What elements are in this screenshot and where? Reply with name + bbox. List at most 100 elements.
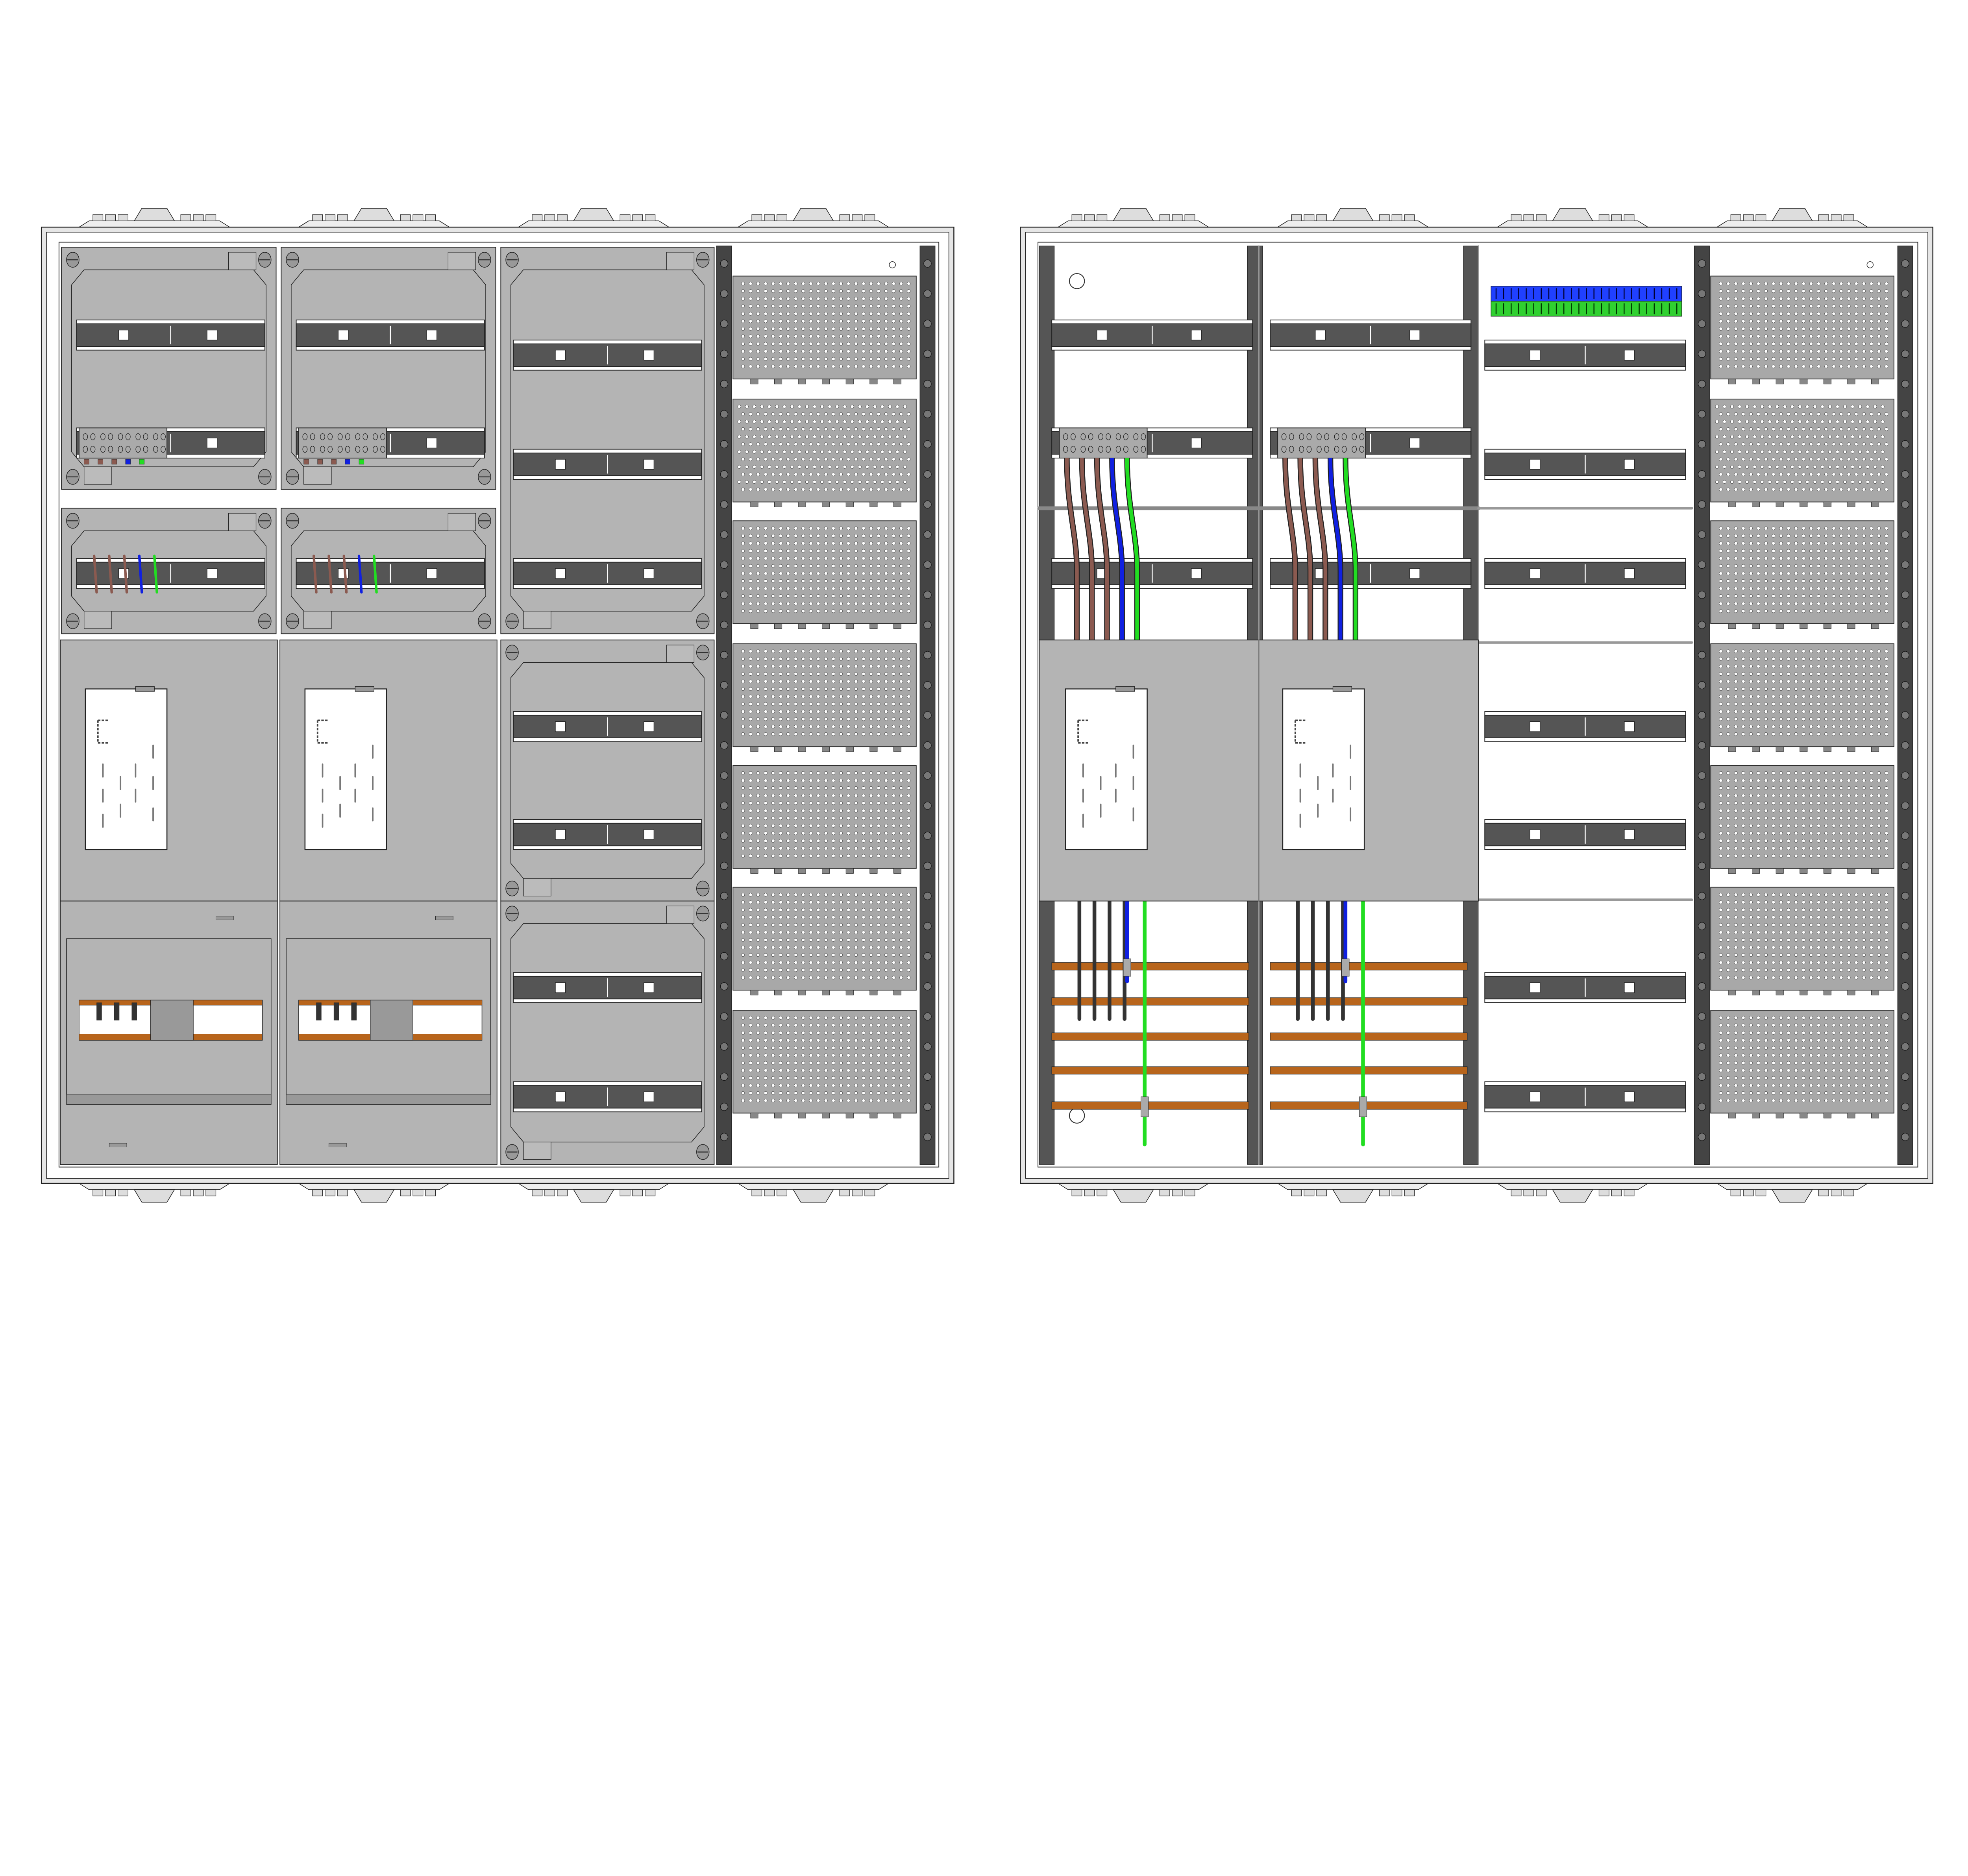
plate-hole xyxy=(1854,778,1858,783)
plate-hole xyxy=(877,695,880,699)
plate-hole xyxy=(1816,893,1821,897)
plate-hole xyxy=(1741,364,1745,368)
plate-hole xyxy=(1885,968,1888,972)
plate-hole xyxy=(749,1038,753,1042)
plate-hole xyxy=(1734,319,1738,323)
plate-hole xyxy=(1858,465,1862,469)
plate-hole xyxy=(756,542,760,545)
terminal-screw xyxy=(1289,433,1294,440)
plate-hole xyxy=(1779,442,1783,446)
plate-hole xyxy=(1734,542,1738,545)
plate-hole xyxy=(1726,549,1730,553)
gland-large xyxy=(353,208,395,222)
main-switch-busbar xyxy=(298,1000,483,1041)
plate-hole xyxy=(1726,349,1730,353)
plate-hole xyxy=(1885,1076,1888,1080)
plate-hole xyxy=(809,725,813,728)
plate-hole xyxy=(824,801,828,805)
plate-hole xyxy=(779,602,783,606)
plate-hole xyxy=(1869,1083,1874,1087)
plate-hole xyxy=(839,976,843,980)
plate-hole xyxy=(869,487,873,492)
plate-hole xyxy=(1772,487,1776,492)
plate-hole xyxy=(884,778,888,783)
plate-hole xyxy=(1832,1061,1836,1065)
plate-hole xyxy=(1832,1031,1836,1035)
plate-hole xyxy=(1734,846,1738,850)
plate-hole xyxy=(1783,405,1787,408)
plate-hole xyxy=(869,304,873,308)
plate-hole xyxy=(1749,357,1753,361)
cover-hinge xyxy=(303,611,332,629)
plate-hole xyxy=(862,953,866,957)
plate-hole xyxy=(1749,938,1753,942)
plate-hole xyxy=(877,824,880,828)
gland-small xyxy=(1304,214,1315,221)
plate-hole xyxy=(1824,771,1828,775)
plate-hole xyxy=(756,915,760,919)
plate-hole xyxy=(749,1016,753,1020)
plate-hole xyxy=(756,579,760,583)
plate-hole xyxy=(809,846,813,850)
plate-hole xyxy=(1824,412,1828,416)
plate-hole xyxy=(1772,297,1776,301)
plate-hole xyxy=(839,1076,843,1080)
plate-hole xyxy=(1734,289,1738,293)
plate-hole xyxy=(1873,405,1877,408)
plate-hole xyxy=(892,953,896,957)
plate-hole xyxy=(1854,657,1858,661)
busbar xyxy=(1051,1102,1249,1110)
plate-hole xyxy=(801,1061,805,1065)
plate-hole xyxy=(892,282,896,286)
plate-hole xyxy=(756,586,760,591)
plate-hole xyxy=(1885,312,1888,316)
plate-hole xyxy=(1854,809,1858,813)
plate-hole xyxy=(1768,480,1772,484)
plate-hole xyxy=(884,893,888,897)
plate-foot xyxy=(869,502,878,507)
plate-hole xyxy=(1877,1054,1881,1057)
plate-hole xyxy=(1802,1016,1805,1020)
plate-hole xyxy=(1753,450,1757,454)
plate-hole xyxy=(816,938,820,942)
plate-hole xyxy=(771,710,775,713)
plate-hole xyxy=(1832,526,1836,530)
plate-foot xyxy=(1800,868,1808,874)
plate-hole xyxy=(1734,961,1738,965)
plate-hole xyxy=(1824,342,1828,346)
plate-hole xyxy=(1741,1046,1745,1050)
plate-hole xyxy=(892,687,896,691)
plate-hole xyxy=(854,695,858,699)
plate-hole xyxy=(816,687,820,691)
plate-hole xyxy=(794,1023,798,1027)
plate-hole xyxy=(816,1098,820,1103)
plate-hole xyxy=(816,725,820,728)
plate-hole xyxy=(764,349,768,353)
plate-hole xyxy=(869,364,873,368)
plate-hole xyxy=(1877,664,1881,668)
mounting-hole xyxy=(1866,261,1874,268)
gland-base xyxy=(517,1183,670,1190)
plate-hole xyxy=(756,702,760,706)
plate-hole xyxy=(1772,831,1776,835)
plate-hole xyxy=(1772,542,1776,545)
plate-hole xyxy=(1854,1031,1858,1035)
plate-hole xyxy=(756,1076,760,1080)
gland-small xyxy=(1159,1189,1170,1196)
plate-hole xyxy=(756,839,760,843)
plate-hole xyxy=(892,968,896,972)
plate-hole xyxy=(1851,450,1855,454)
plate-hole xyxy=(846,542,851,545)
plate-hole xyxy=(892,1083,896,1087)
plate-hole xyxy=(1772,1046,1776,1050)
plate-hole xyxy=(1854,357,1858,361)
plate-hole xyxy=(809,282,813,286)
plate-hole xyxy=(1719,1046,1723,1050)
rail-slot xyxy=(1530,829,1541,840)
gland-small xyxy=(1379,214,1390,221)
perforated-mounting-plate xyxy=(1710,887,1894,996)
plate-hole xyxy=(741,717,745,721)
plate-hole xyxy=(1787,953,1790,957)
plate-hole xyxy=(1802,579,1805,583)
plate-hole xyxy=(1719,854,1723,858)
